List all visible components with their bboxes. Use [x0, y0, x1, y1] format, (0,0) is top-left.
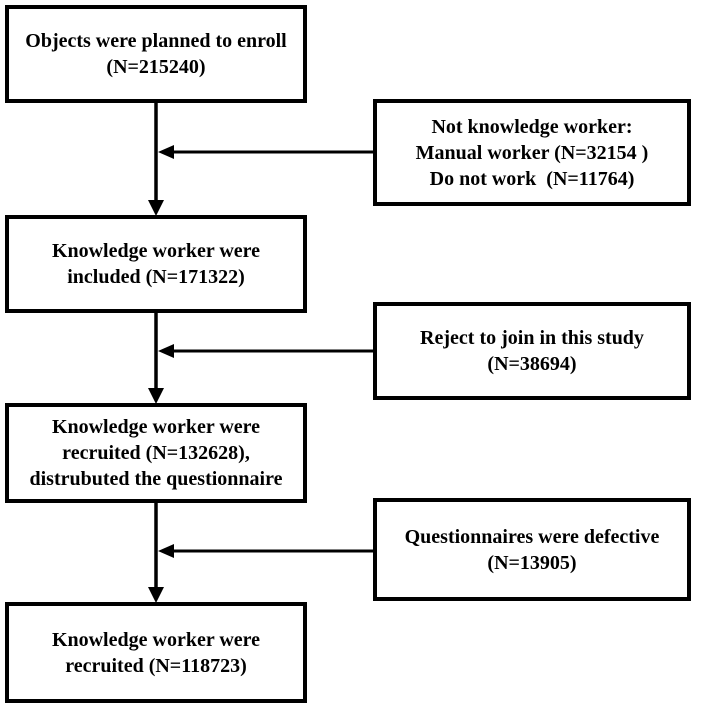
flow-box-final-recruited: Knowledge worker were recruited (N=11872… — [5, 602, 307, 703]
box-text-line: Knowledge worker were — [51, 240, 261, 262]
box-text-line: Reject to join in this study — [420, 327, 644, 349]
flow-box-recruited-questionnaire: Knowledge worker were recruited (N=13262… — [5, 403, 307, 503]
arrow-down-1 — [148, 101, 164, 216]
arrow-down-3 — [148, 501, 164, 603]
box-text-line: Objects were planned to enroll — [25, 30, 287, 52]
arrow-left-3 — [158, 544, 375, 558]
box-text-line: Knowledge worker were — [51, 416, 261, 438]
arrow-left-1 — [158, 145, 375, 159]
box-text-line: (N=38694) — [487, 353, 577, 375]
flow-box-planned-enroll: Objects were planned to enroll (N=215240… — [5, 5, 307, 103]
box-text-line: Not knowledge worker: — [431, 115, 633, 138]
box-text-line: Manual worker (N=32154 ) — [415, 141, 649, 164]
flow-box-knowledge-worker-included: Knowledge worker were included (N=171322… — [5, 215, 307, 313]
box-text-line: included (N=171322) — [67, 266, 245, 288]
flow-box-defective-questionnaires: Questionnaires were defective (N=13905) — [373, 498, 691, 601]
box-text-line: Questionnaires were defective — [404, 525, 660, 548]
flow-box-not-knowledge-worker: Not knowledge worker: Manual worker (N=3… — [373, 99, 691, 206]
arrow-down-2 — [148, 311, 164, 404]
box-text-line: Do not work (N=11764) — [429, 167, 635, 190]
box-text-line: recruited (N=132628), — [62, 442, 250, 464]
box-text-line: (N=215240) — [106, 56, 206, 78]
box-text-line: Knowledge worker were — [51, 628, 261, 651]
flow-box-reject-to-join: Reject to join in this study (N=38694) — [373, 302, 691, 400]
box-text-line: distrubuted the questionnaire — [29, 468, 283, 490]
box-text-line: recruited (N=118723) — [65, 654, 247, 677]
box-text-line: (N=13905) — [487, 551, 577, 574]
arrow-left-2 — [158, 344, 375, 358]
